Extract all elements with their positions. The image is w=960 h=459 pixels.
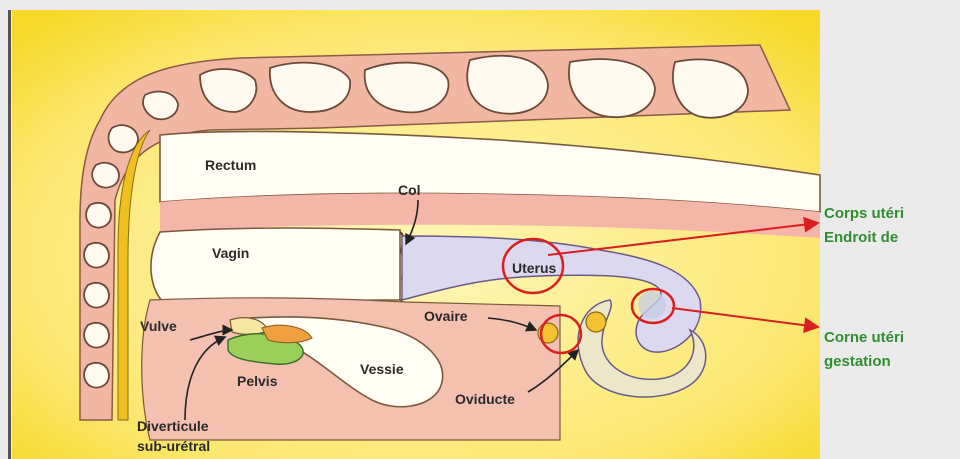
label-diverticule: Diverticule [137,418,209,434]
label-sub-uretral: sub-urétral [137,438,210,454]
label-pelvis: Pelvis [237,373,278,389]
label-rectum: Rectum [205,157,256,173]
label-col: Col [398,182,421,198]
horn-stipple [638,291,666,319]
label-vulve: Vulve [140,318,177,334]
ovary-right [586,312,606,332]
label-oviducte: Oviducte [455,391,515,407]
label-vessie: Vessie [360,361,404,377]
annotation-corps-line1: Corps utéri [824,205,904,222]
annotation-corps-line2: Endroit de [824,229,898,246]
annotation-corne-line2: gestation [824,353,891,370]
left-border-line [8,10,11,459]
label-uterus: Uterus [512,260,557,276]
label-vagin: Vagin [212,245,249,261]
annotation-corne-line1: Corne utéri [824,329,904,346]
vagina-organ [151,228,400,304]
label-ovaire: Ovaire [424,308,468,324]
